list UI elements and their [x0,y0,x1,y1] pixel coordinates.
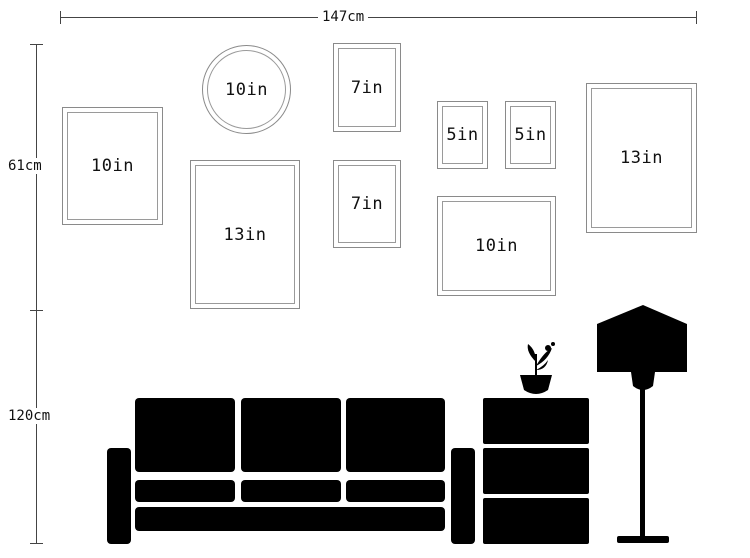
photo-frame: 5in [437,101,488,169]
photo-frame: 5in [505,101,556,169]
photo-frame: 10in [62,107,163,225]
floor-lamp-icon [597,305,687,543]
frame-size-label: 5in [514,125,547,145]
photo-frame: 7in [333,43,401,132]
photo-frame: 7in [333,160,401,248]
photo-frame: 13in [586,83,697,233]
plant-icon [520,342,555,394]
frame-size-label: 7in [350,77,384,98]
frame-size-label: 10in [225,79,268,100]
width-label: 147cm [318,9,369,25]
frame-size-label: 7in [350,194,384,214]
photo-frame: 10in [437,196,556,296]
frame-size-label: 10in [91,156,134,176]
frame-size-label: 13in [620,148,663,168]
photo-frame: 13in [190,160,300,309]
lower-height-label: 120cm [4,408,55,424]
round-photo-frame: 10in [202,45,291,134]
upper-height-label: 61cm [4,158,46,174]
frame-size-label: 13in [223,224,267,245]
frame-size-label: 10in [475,236,518,256]
frame-size-label: 5in [446,125,479,145]
